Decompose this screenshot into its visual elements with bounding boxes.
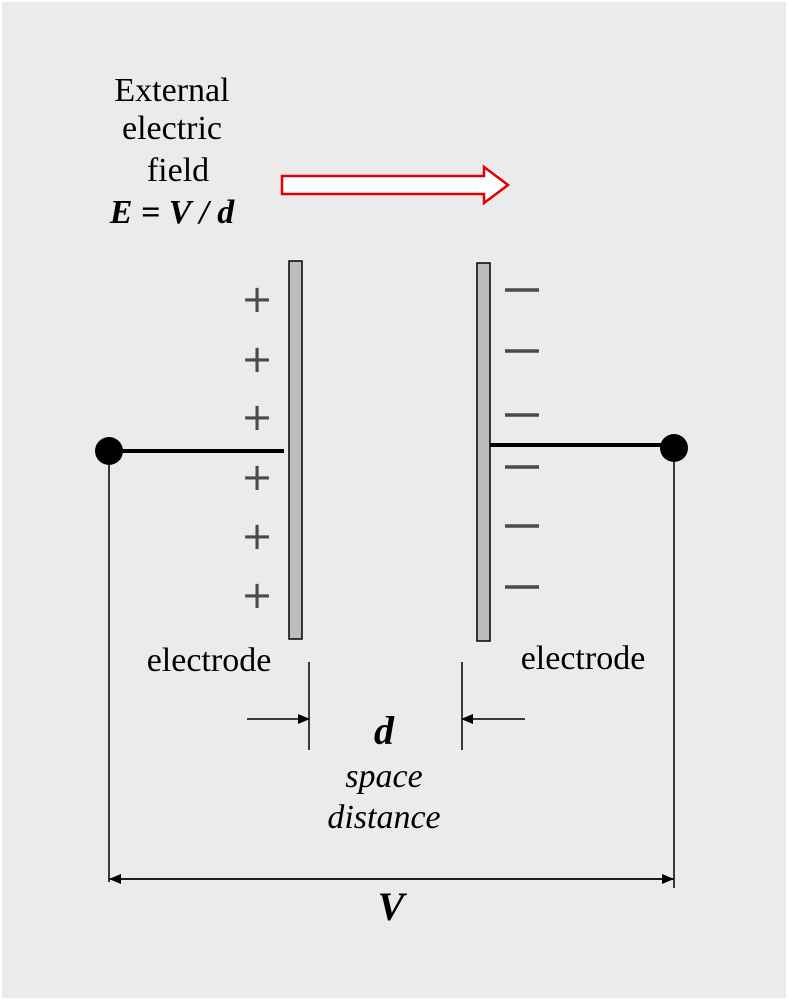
plus-sign: + [241,277,273,321]
field-label-line1: External [114,72,229,109]
gap-caption-line1: space [345,758,422,795]
positive-charges: + + + + + + [241,277,273,617]
plus-sign: + [241,395,273,439]
gap-symbol: d [374,708,395,753]
left-electrode-label: electrode [147,642,272,679]
left-electrode-plate [288,260,303,640]
field-direction-arrow [280,164,511,206]
gap-caption-line2: distance [327,799,440,836]
plus-sign: + [241,337,273,381]
field-label-line2: electric [122,110,222,147]
plus-sign: + [241,455,273,499]
plus-sign: + [241,573,273,617]
field-formula: E = V / d [109,194,236,231]
field-label-line3: field [147,152,209,189]
voltage-symbol: V [378,884,408,929]
negative-charges [505,288,539,589]
right-electrode-plate [476,262,491,642]
plus-sign: + [241,514,273,558]
right-electrode-label: electrode [521,640,646,677]
